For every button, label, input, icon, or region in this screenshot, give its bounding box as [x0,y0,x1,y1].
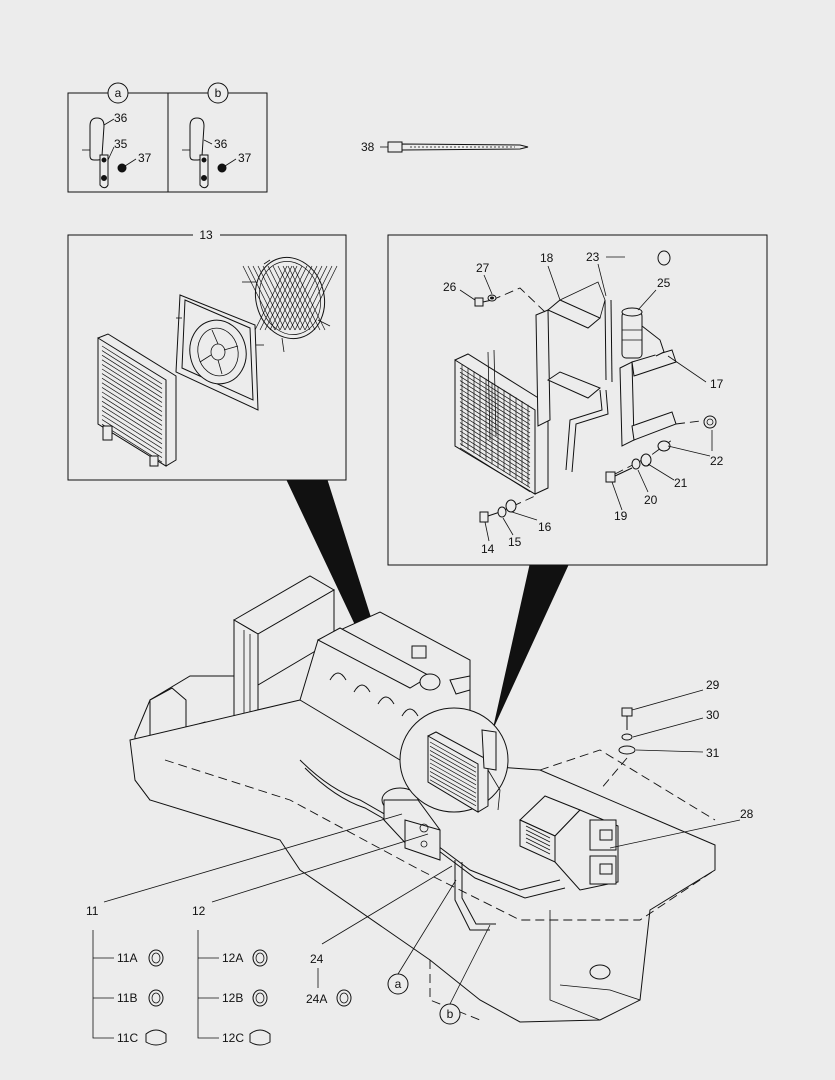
bracket-18 [535,281,606,427]
callout-29: 29 [706,678,720,692]
machine-frame [129,575,741,1023]
washer-30 [621,733,633,741]
oil-cooler-detail-box: 27 26 18 23 25 17 22 21 20 19 16 15 14 [387,234,768,566]
callout-26: 26 [443,280,457,294]
washer-27 [487,294,497,302]
control-valve-28 [519,795,619,891]
callout-13: 13 [199,228,213,242]
callout-35: 35 [114,137,128,151]
detail-marker-b-top: b [215,86,222,100]
washer-16 [505,499,517,513]
callout-24: 24 [310,952,324,966]
callout-23: 23 [586,250,600,264]
callout-25: 25 [657,276,671,290]
washer-15 [497,506,507,518]
callout-31: 31 [706,746,720,760]
callout-tree-24: 24A [306,968,352,1007]
callout-12b: 12B [222,991,243,1005]
washer-21 [640,453,652,467]
callout-11b: 11B [117,991,137,1005]
callout-36a: 36 [114,111,128,125]
bolt-19 [605,467,633,483]
callout-20: 20 [644,493,658,507]
callout-21: 21 [674,476,688,490]
pump-assembly [381,787,441,861]
clamp-b-illustration [182,117,237,189]
bolt-14 [479,511,501,523]
pointer-wedge-right [493,564,569,727]
callout-16: 16 [538,520,552,534]
fan-guard-13c [242,256,338,353]
callout-36b: 36 [214,137,228,151]
detail-marker-a-top: a [115,86,122,100]
callout-15: 15 [508,535,522,549]
bolt-29 [621,707,633,730]
callout-24a: 24A [306,992,327,1006]
callout-14: 14 [481,542,495,556]
callout-18: 18 [540,251,554,265]
callout-tree-12: 12A 12B 12C [197,930,271,1046]
callout-28: 28 [740,807,754,821]
oil-cooler-location-inset [399,707,509,813]
callout-19: 19 [614,509,628,523]
radiator-core-13a [97,333,177,467]
nut-22a [657,440,671,452]
callout-37a: 37 [138,151,152,165]
clamp-detail-box: a b 36 35 37 36 37 [67,82,268,193]
callout-12: 12 [192,904,206,918]
fan-detail-box-13: 13 [67,228,347,481]
filter-25 [621,307,665,359]
fan-shroud-13b [175,294,264,411]
callout-11c: 11C [117,1031,138,1045]
callout-22: 22 [710,454,724,468]
clamp-a-illustration [82,117,137,189]
callout-12c: 12C [222,1031,244,1045]
callout-12a: 12A [222,951,243,965]
callout-38: 38 [361,140,375,154]
callout-30: 30 [706,708,720,722]
bracket-17 [619,349,677,447]
callout-11a: 11A [117,951,137,965]
callout-17: 17 [710,377,724,391]
washer-31 [618,745,636,755]
detail-marker-b-machine: b [447,1007,454,1021]
detail-marker-a-machine: a [395,977,402,991]
callout-37b: 37 [238,151,252,165]
nut-22b [703,415,717,429]
o-ring-23a [657,250,671,266]
callout-27: 27 [476,261,490,275]
oil-cooler-core [454,349,549,495]
cable-tie-38: 38 [361,140,529,154]
callout-11: 11 [86,904,99,918]
callout-tree-11: 11A 11B 11C [92,930,167,1046]
washer-20 [631,458,641,470]
